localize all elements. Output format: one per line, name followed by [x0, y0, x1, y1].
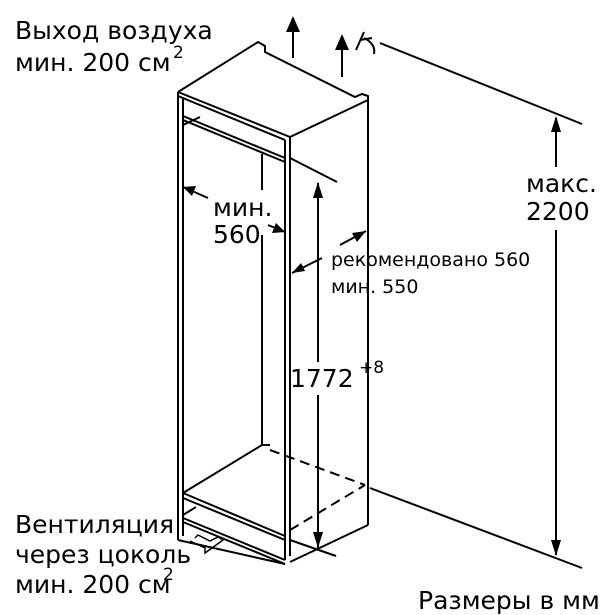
niche-height-label: 1772 — [290, 364, 354, 393]
cabinet-top — [177, 40, 369, 141]
cabinet-bottom — [177, 444, 369, 565]
air-outlet-arrows-icon — [286, 16, 349, 77]
vent-plinth-label: через цоколь — [15, 540, 192, 569]
air-outlet-min-label: мин. 200 см — [15, 48, 171, 77]
width-dimension — [182, 186, 286, 233]
cabinet-interior — [261, 154, 270, 446]
depth-min-label: мин. 550 — [331, 276, 419, 298]
max-height-label: макс. — [526, 169, 597, 198]
ceiling-symbol-icon — [355, 31, 376, 55]
width-value-label: 560 — [213, 220, 261, 249]
units-note: Размеры в мм — [418, 586, 600, 615]
air-outlet-label: Выход воздуха — [15, 16, 213, 45]
niche-height-tolerance: +8 — [359, 358, 385, 378]
depth-dimension — [291, 100, 369, 480]
cabinet-top-frame — [177, 96, 369, 560]
max-height-dimension — [369, 42, 583, 569]
max-height-value: 2200 — [526, 197, 590, 226]
depth-recommended-label: рекомендовано 560 — [331, 249, 531, 271]
air-outlet-superscript: 2 — [173, 43, 184, 63]
vent-min-label: мин. 200 см — [15, 570, 171, 599]
width-min-label: мин. — [213, 193, 273, 222]
vent-label: Вентиляция — [15, 510, 175, 539]
plinth-vent-arrow-icon — [189, 534, 225, 555]
niche-height-dimension — [289, 157, 338, 557]
vent-superscript: 2 — [163, 565, 174, 585]
